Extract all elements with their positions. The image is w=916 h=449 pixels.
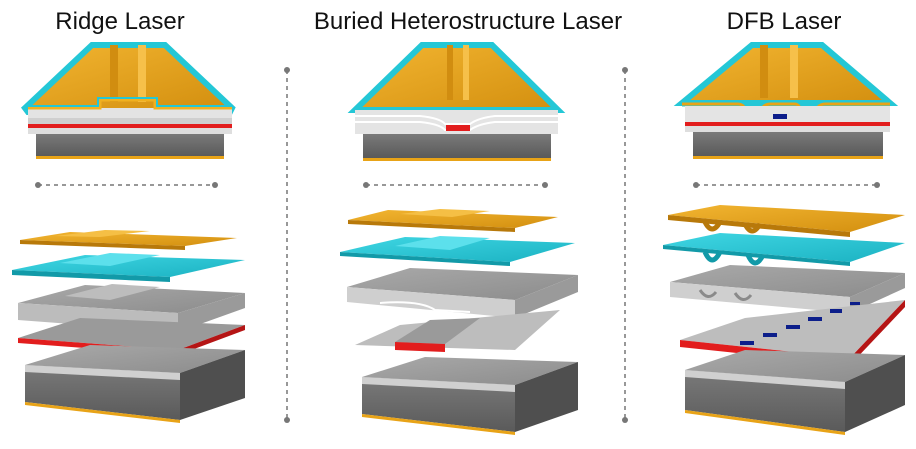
ridge-cross-section	[20, 42, 236, 159]
title-dfb-laser: DFB Laser	[726, 8, 842, 35]
separator-dfb	[693, 182, 880, 188]
divider-right	[622, 67, 628, 423]
dfb-cross-section	[673, 42, 899, 159]
separator-bh	[363, 182, 548, 188]
title-ridge-laser: Ridge Laser	[55, 8, 185, 35]
bh-exploded	[340, 209, 578, 435]
dfb-exploded	[663, 205, 905, 435]
divider-left	[284, 67, 290, 423]
title-buried-heterostructure-laser: Buried Heterostructure Laser	[313, 8, 623, 35]
dfb-grating	[740, 302, 860, 345]
separator-ridge	[35, 182, 218, 188]
ridge-exploded	[12, 230, 245, 423]
bh-cross-section	[347, 42, 566, 161]
